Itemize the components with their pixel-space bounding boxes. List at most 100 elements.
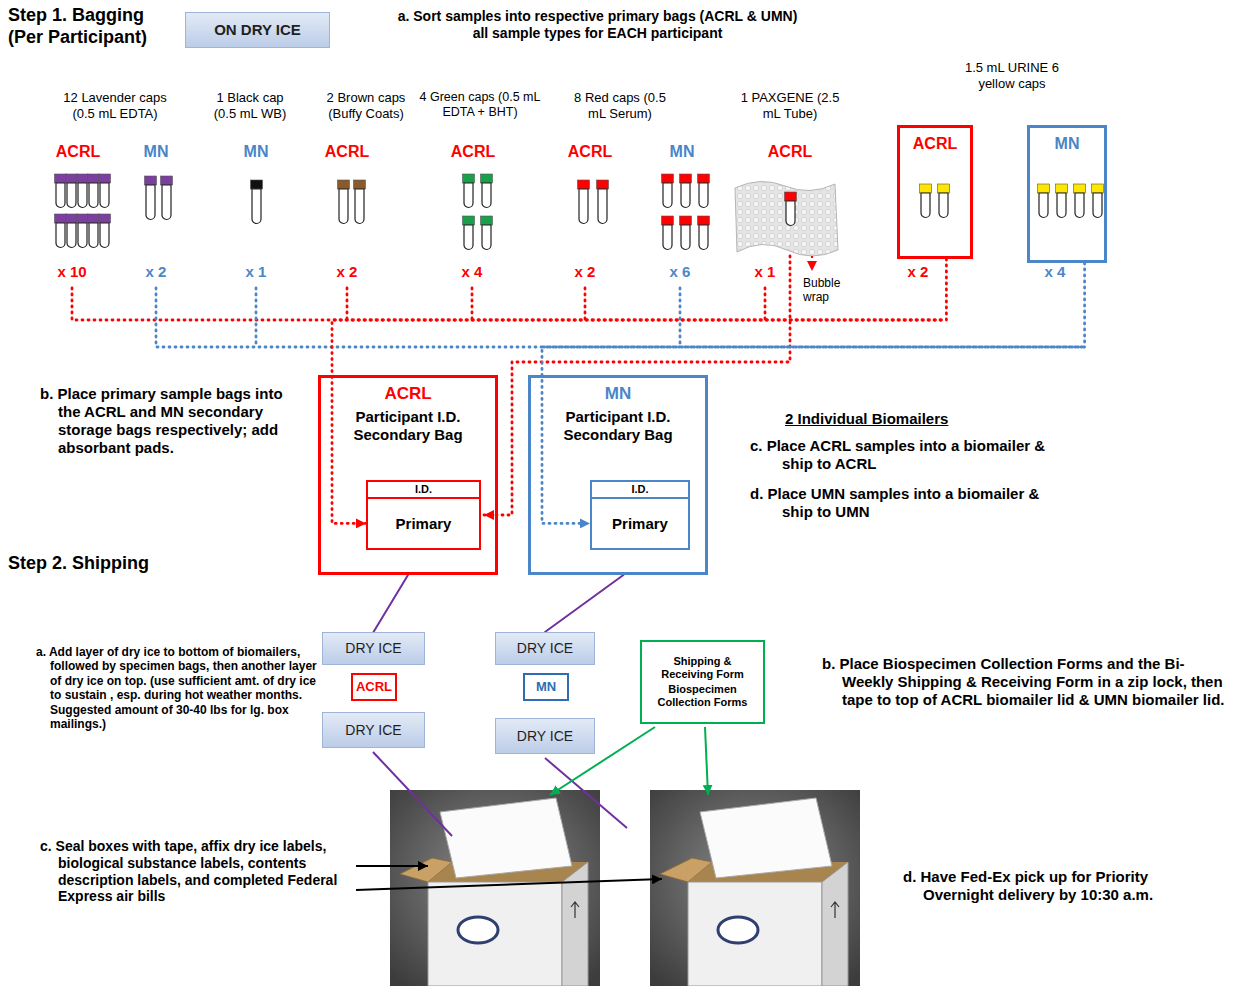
urine-tube [938,184,950,218]
count-label: x 2 [565,263,605,281]
serum-tube [662,174,674,208]
lab-tag: ACRL [319,142,375,161]
lavender-tube [77,174,89,208]
box-heading: ACRL [356,679,392,695]
note-box: ON DRY ICE [185,12,330,48]
box-heading: Shipping & Receiving Form [647,655,758,681]
serum-tube [680,174,692,208]
box-heading: MN [536,679,556,695]
acrl-collector-line [584,288,587,320]
connector-line [545,575,623,632]
urine-tube [920,184,932,218]
bubble-wrap-leader [811,256,813,271]
instruction-text: b. Place primary sample bags into the AC… [40,385,308,457]
sample-description: 8 Red caps (0.5 mL Serum) [565,90,675,121]
box-heading: MN [1055,134,1080,153]
lavender-tube [161,176,173,220]
count-label: x 2 [327,263,367,281]
serum-tube [662,216,674,250]
serum-tube [680,216,692,250]
green-cap-tube [463,174,475,208]
green-cap-tube [481,216,493,250]
urine-tube [1092,184,1104,218]
urine-group-box: ACRL [897,125,973,259]
step-heading: Step 2. Shipping [8,553,149,575]
bubble-wrap [735,181,838,256]
lab-tag: MN [228,142,284,161]
label-pointer-arrow [356,865,428,867]
box-heading: ON DRY ICE [214,21,301,39]
instruction-text: b. Place Biospecimen Collection Forms an… [822,655,1227,709]
lavender-tube [66,214,78,248]
green-cap-tube [463,174,493,250]
count-label: x 4 [1035,263,1075,281]
sample-description: 12 Lavender caps (0.5 mL EDTA) [55,90,175,121]
lavender-tube [55,174,173,248]
acrl-collector-line [471,288,474,320]
sample-description: 1 Black cap (0.5 mL WB) [204,90,296,121]
box-heading: ACRL [384,384,431,404]
instruction-text: c. Seal boxes with tape, affix dry ice l… [40,838,350,905]
purple-link-line [373,752,627,836]
acrl-collector-line [764,288,767,320]
box-heading: DRY ICE [345,640,401,657]
biomailer-photo [571,902,579,918]
section-heading: 2 Individual Biomailers [785,410,948,428]
urine-tube [1038,184,1050,218]
urine-group-box: MN [1027,125,1107,263]
black-cap-tube [251,180,263,224]
lab-tag: ACRL [762,142,818,161]
mn-collector-line [255,288,258,347]
lab-tag: MN [128,142,184,161]
buffy-coat-tube [338,180,350,224]
specimen-bag: ACRL [351,673,397,701]
urine-tube [920,184,1104,218]
biomailer-photo [458,917,498,943]
dry-ice-layer: DRY ICE [495,718,595,754]
serum-tube [698,174,710,208]
serum-tube [597,180,609,224]
lab-tag: ACRL [445,142,501,161]
serum-tube [698,216,710,250]
black-cap-tube [251,180,263,224]
lab-tag: MN [654,142,710,161]
lab-tag: ACRL [50,142,106,161]
count-label: x 2 [898,263,938,281]
lavender-tube [145,176,157,220]
biomailer-photo [428,882,562,986]
specimen-bag: MN [523,673,569,701]
serum-tube [578,180,590,224]
dry-ice-layer: DRY ICE [322,632,425,665]
urine-tube [1074,184,1086,218]
lavender-tube [55,214,67,248]
label-pointer-arrow [356,879,662,890]
sample-description: 2 Brown caps (Buffy Coats) [316,90,416,121]
acrl-collector-line [346,288,349,320]
lavender-tube [66,174,78,208]
bubble-wrap-leader [812,256,813,271]
bubble-wrap [785,192,797,226]
dry-ice-layer: DRY ICE [495,632,595,665]
lavender-tube [88,214,100,248]
forms-box: Shipping & Receiving FormBiospecimen Col… [640,640,765,724]
form-arrow [705,727,708,795]
box-heading: I.D. [368,482,479,499]
box-text: Primary [608,499,672,548]
purple-link-line [545,758,627,828]
connector-line [374,575,409,632]
green-cap-tube [463,216,475,250]
secondary-bag: ACRLParticipant I.D. Secondary BagI.D.Pr… [318,375,498,575]
box-heading: DRY ICE [517,728,573,745]
primary-bag: I.D.Primary [366,480,481,550]
instruction-text: c. Place ACRL samples into a biomailer &… [750,437,1050,473]
mn-collector-line [679,288,682,347]
count-label: x 1 [745,263,785,281]
box-heading: DRY ICE [345,722,401,739]
lavender-tube [55,174,67,208]
purple-link-line [373,752,452,836]
label-pointer-arrow [356,866,662,890]
callout-label: Bubble wrap [803,276,855,305]
box-heading: DRY ICE [517,640,573,657]
box-text: Participant I.D. Secondary Bag [553,408,683,444]
